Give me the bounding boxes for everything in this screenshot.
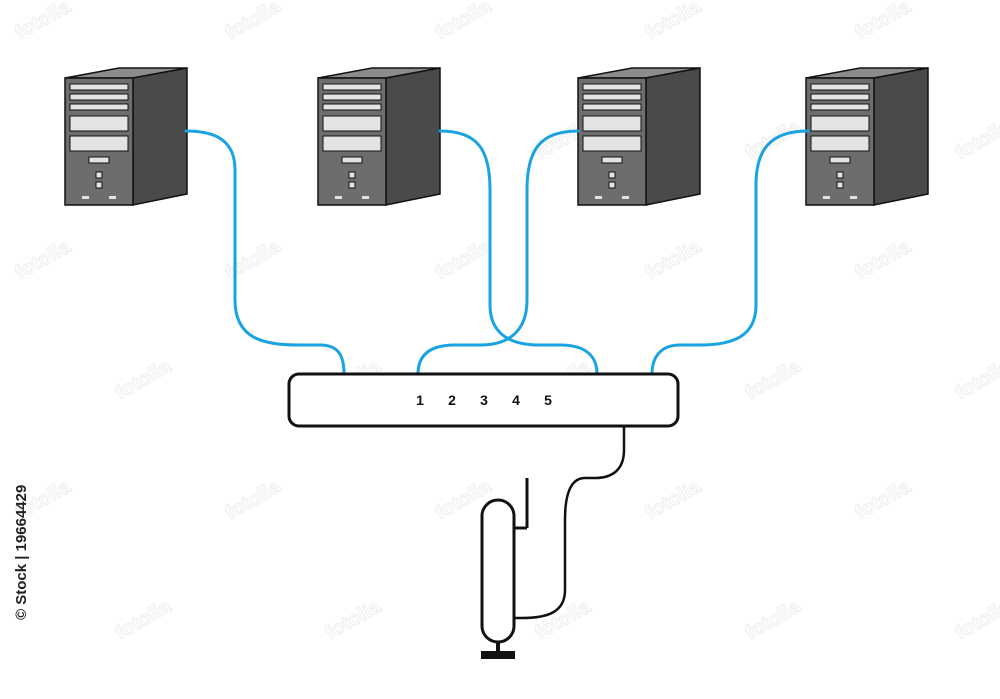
drive-slot — [70, 94, 128, 100]
drive-slot — [583, 94, 641, 100]
watermark-text: fotolia — [852, 235, 916, 284]
drive-bay — [323, 116, 381, 131]
watermark-text: fotolia — [742, 595, 806, 644]
watermark-text: fotolia — [742, 355, 806, 404]
watermark-text: fotolia — [952, 355, 1000, 404]
watermark-text: fotolia — [12, 0, 76, 44]
router-icon — [481, 478, 527, 659]
watermark-text: fotolia — [642, 235, 706, 284]
port-label-4: 4 — [512, 392, 520, 408]
power-button — [837, 172, 843, 178]
watermark-text: fotolia — [642, 475, 706, 524]
port-label-5: 5 — [544, 392, 552, 408]
floppy-slot — [830, 157, 850, 163]
drive-slot — [323, 104, 381, 110]
drive-slot — [70, 84, 128, 90]
tower-side — [874, 68, 928, 205]
led-indicator — [335, 196, 342, 199]
watermark-text: fotolia — [112, 595, 176, 644]
reset-button — [837, 182, 843, 188]
power-button — [349, 172, 355, 178]
floppy-slot — [89, 157, 109, 163]
computer-tower-icon — [318, 68, 440, 205]
drive-bay — [70, 136, 128, 151]
network-switch-icon: 1 2 3 4 5 — [289, 374, 678, 426]
floppy-slot — [602, 157, 622, 163]
led-indicator — [823, 196, 830, 199]
computer-tower-icon — [65, 68, 187, 205]
watermark-text: fotolia — [222, 475, 286, 524]
led-indicator — [595, 196, 602, 199]
watermark-text: fotolia — [432, 0, 496, 44]
reset-button — [349, 182, 355, 188]
port-label-3: 3 — [480, 392, 488, 408]
drive-bay — [811, 136, 869, 151]
floppy-slot — [342, 157, 362, 163]
router-base — [481, 651, 515, 659]
drive-bay — [323, 136, 381, 151]
tower-side — [646, 68, 700, 205]
drive-slot — [323, 84, 381, 90]
router-body — [482, 500, 514, 642]
led-indicator — [850, 196, 857, 199]
drive-bay — [583, 136, 641, 151]
drive-bay — [70, 116, 128, 131]
cable-pc-3 — [418, 131, 578, 374]
computer-tower-icon — [578, 68, 700, 205]
watermark-text: fotolia — [852, 475, 916, 524]
port-label-1: 1 — [416, 392, 424, 408]
watermark-text: fotolia — [112, 355, 176, 404]
reset-button — [96, 182, 102, 188]
led-indicator — [82, 196, 89, 199]
power-button — [96, 172, 102, 178]
drive-slot — [583, 84, 641, 90]
stock-id-text: © Stock | 19664429 — [13, 485, 30, 620]
watermark-text: fotolia — [952, 115, 1000, 164]
drive-bay — [583, 116, 641, 131]
power-button — [609, 172, 615, 178]
watermark-text: fotolia — [12, 235, 76, 284]
stock-id-label: © Stock | 19664429 — [10, 470, 34, 620]
drive-slot — [811, 104, 869, 110]
watermark-text: fotolia — [852, 0, 916, 44]
port-label-2: 2 — [448, 392, 456, 408]
watermark-text: fotolia — [222, 235, 286, 284]
led-indicator — [622, 196, 629, 199]
computer-tower-icon — [806, 68, 928, 205]
watermark-text: fotolia — [642, 0, 706, 44]
drive-bay — [811, 116, 869, 131]
drive-slot — [70, 104, 128, 110]
watermark-text: fotolia — [432, 235, 496, 284]
watermark-text: fotolia — [222, 0, 286, 44]
drive-slot — [811, 94, 869, 100]
reset-button — [609, 182, 615, 188]
drive-slot — [323, 94, 381, 100]
tower-side — [133, 68, 187, 205]
cable-switch-to-router — [514, 426, 624, 618]
led-indicator — [109, 196, 116, 199]
led-indicator — [362, 196, 369, 199]
drive-slot — [583, 104, 641, 110]
watermark-text: fotolia — [952, 595, 1000, 644]
watermark-text: fotolia — [322, 595, 386, 644]
drive-slot — [811, 84, 869, 90]
tower-side — [386, 68, 440, 205]
